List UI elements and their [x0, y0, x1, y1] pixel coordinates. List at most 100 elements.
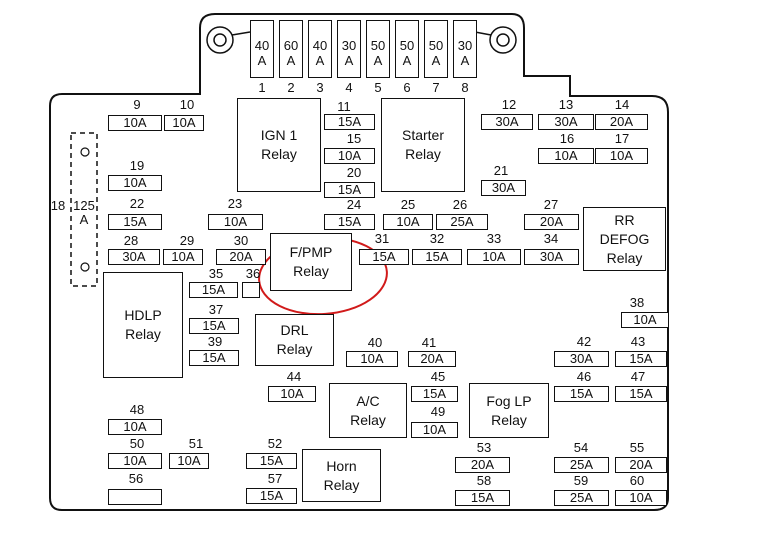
- fuse-57: 15A: [246, 488, 297, 504]
- top-fuse-8-number: 8: [461, 80, 469, 95]
- fuse-51-number: 51: [188, 436, 204, 451]
- fuse-32-number: 32: [429, 231, 445, 246]
- fuse-28-number: 28: [123, 233, 139, 248]
- fuse-32: 15A: [412, 249, 462, 265]
- fuse-36-number: 36: [245, 266, 261, 281]
- fuse-27: 20A: [524, 214, 579, 230]
- fuse-49: 10A: [411, 422, 458, 438]
- top-fuse-1-rating: 40 A: [254, 38, 270, 68]
- fuse-30: 20A: [216, 249, 266, 265]
- relay-drl: DRL Relay: [255, 314, 334, 366]
- relay-foglp: Fog LP Relay: [469, 383, 549, 438]
- fuse-38-number: 38: [629, 295, 645, 310]
- top-fuse-1: [250, 20, 274, 78]
- fuse-18-number: 18: [50, 198, 66, 213]
- fuse-55-number: 55: [629, 440, 645, 455]
- relay-hdlp: HDLP Relay: [103, 272, 183, 378]
- fuse-12: 30A: [481, 114, 533, 130]
- fuse-59: 25A: [554, 490, 609, 506]
- fuse-38: 10A: [621, 312, 669, 328]
- fuse-36: [242, 282, 260, 298]
- fuse-60-number: 60: [629, 473, 645, 488]
- mount-hole-right: [489, 26, 517, 54]
- relay-ign1: IGN 1 Relay: [237, 98, 321, 192]
- top-fuse-6: [395, 20, 419, 78]
- top-fuse-8-rating: 30 A: [457, 38, 473, 68]
- fuse-39: 15A: [189, 350, 239, 366]
- relay-rr-defog: RR DEFOG Relay: [583, 207, 666, 271]
- relay-starter: Starter Relay: [381, 98, 465, 192]
- fuse-19-number: 19: [129, 158, 145, 173]
- fuse-21: 30A: [481, 180, 526, 196]
- fuse-42-number: 42: [576, 334, 592, 349]
- fuse-10-number: 10: [179, 97, 195, 112]
- top-fuse-7-number: 7: [432, 80, 440, 95]
- fuse-14: 20A: [595, 114, 648, 130]
- fuse-51: 10A: [169, 453, 209, 469]
- fuse-10: 10A: [164, 115, 204, 131]
- top-fuse-7-rating: 50 A: [428, 38, 444, 68]
- fuse-40-number: 40: [367, 335, 383, 350]
- fuse-33-number: 33: [486, 231, 502, 246]
- fuse-48-number: 48: [129, 402, 145, 417]
- fuse-25-number: 25: [400, 197, 416, 212]
- fuse-39-number: 39: [207, 334, 223, 349]
- fuse-22-number: 22: [129, 196, 145, 211]
- fuse-46-number: 46: [576, 369, 592, 384]
- fuse-54-number: 54: [573, 440, 589, 455]
- fuse-43-number: 43: [630, 334, 646, 349]
- fuse-35: 15A: [189, 282, 238, 298]
- fuse-23: 10A: [208, 214, 263, 230]
- fuse-53: 20A: [455, 457, 510, 473]
- top-fuse-5-rating: 50 A: [370, 38, 386, 68]
- relay-fpmp: F/PMP Relay: [270, 233, 352, 291]
- mount-hole-left: [206, 26, 234, 54]
- fuse-29-number: 29: [179, 233, 195, 248]
- top-fuse-5: [366, 20, 390, 78]
- fuse-28: 30A: [108, 249, 160, 265]
- fuse-56: [108, 489, 162, 505]
- fuse-19: 10A: [108, 175, 162, 191]
- fuse-57-number: 57: [267, 471, 283, 486]
- fuse-53-number: 53: [476, 440, 492, 455]
- top-fuse-2-rating: 60 A: [283, 38, 299, 68]
- fuse-13: 30A: [538, 114, 594, 130]
- fuse-44: 10A: [268, 386, 316, 402]
- fuse-45-number: 45: [430, 369, 446, 384]
- fuse-125-unit: A: [79, 212, 89, 227]
- top-fuse-4-rating: 30 A: [341, 38, 357, 68]
- fuse-33: 10A: [467, 249, 521, 265]
- fuse-41-number: 41: [421, 335, 437, 350]
- top-fuse-6-rating: 50 A: [399, 38, 415, 68]
- fuse-60: 10A: [615, 490, 667, 506]
- fuse-14-number: 14: [614, 97, 630, 112]
- fuse-18-125-outline: [70, 132, 98, 287]
- fuse-20: 15A: [324, 182, 375, 198]
- fuse-58-number: 58: [476, 473, 492, 488]
- fuse-56-number: 56: [128, 471, 144, 486]
- top-fuse-7: [424, 20, 448, 78]
- fuse-54: 25A: [554, 457, 609, 473]
- fuse-52-number: 52: [267, 436, 283, 451]
- fuse-47-number: 47: [630, 369, 646, 384]
- fuse-45: 15A: [411, 386, 458, 402]
- fuse-24: 15A: [324, 214, 375, 230]
- fuse-26-number: 26: [452, 197, 468, 212]
- fuse-31: 15A: [359, 249, 409, 265]
- fuse-30-number: 30: [233, 233, 249, 248]
- fuse-11: 15A: [324, 114, 375, 130]
- fuse-52: 15A: [246, 453, 297, 469]
- fuse-29: 10A: [163, 249, 203, 265]
- fuse-48: 10A: [108, 419, 162, 435]
- fuse-50-number: 50: [129, 436, 145, 451]
- top-fuse-8: [453, 20, 477, 78]
- top-fuse-5-number: 5: [374, 80, 382, 95]
- fuse-13-number: 13: [558, 97, 574, 112]
- relay-ac: A/C Relay: [329, 383, 407, 438]
- fuse-27-number: 27: [543, 197, 559, 212]
- fuse-17-number: 17: [614, 131, 630, 146]
- fuse-47: 15A: [615, 386, 667, 402]
- top-fuse-1-number: 1: [258, 80, 266, 95]
- fuse-12-number: 12: [501, 97, 517, 112]
- fuse-9: 10A: [108, 115, 162, 131]
